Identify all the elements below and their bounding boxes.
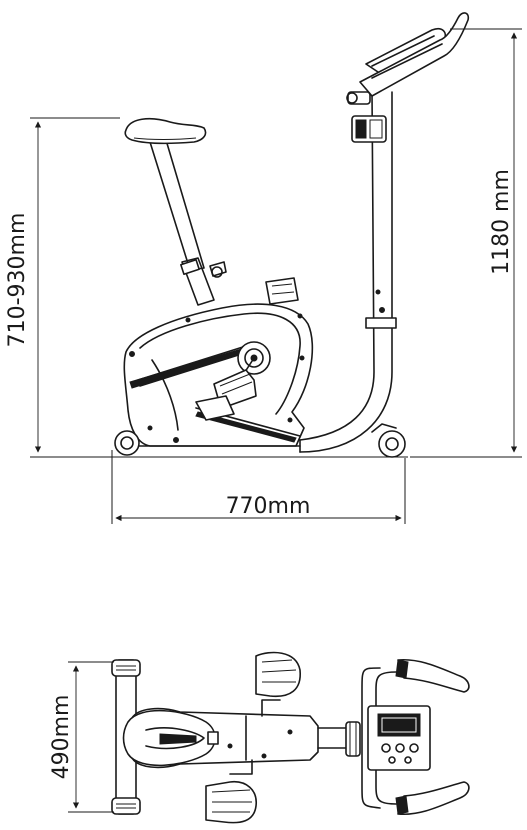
console-top [361, 658, 470, 816]
dimension-total-height: 1180 mm [410, 28, 522, 458]
length-label: 770mm [226, 494, 311, 519]
dimension-seat-height: 710-930mm [5, 117, 120, 453]
pedal-rear [265, 277, 299, 305]
width-label: 490mm [49, 695, 74, 780]
body-top [122, 707, 319, 769]
dimension-width: 490mm [49, 661, 114, 813]
saddle [124, 117, 207, 145]
rear-stabilizer [114, 430, 301, 456]
total-height-label: 1180 mm [489, 169, 514, 275]
console [346, 12, 470, 143]
front-column [299, 91, 406, 458]
flywheel-housing [123, 303, 314, 447]
side-view: 710-930mm 1180 mm 770mm [5, 12, 522, 524]
seat-height-label: 710-930mm [5, 213, 30, 348]
dimension-length: 770mm [111, 450, 406, 524]
column-top [317, 721, 361, 757]
pedal-front [195, 357, 257, 421]
seat-post [149, 139, 227, 306]
rear-stabilizer-top [111, 659, 141, 815]
pedals-top [205, 651, 301, 824]
top-view: 490mm [49, 651, 470, 824]
